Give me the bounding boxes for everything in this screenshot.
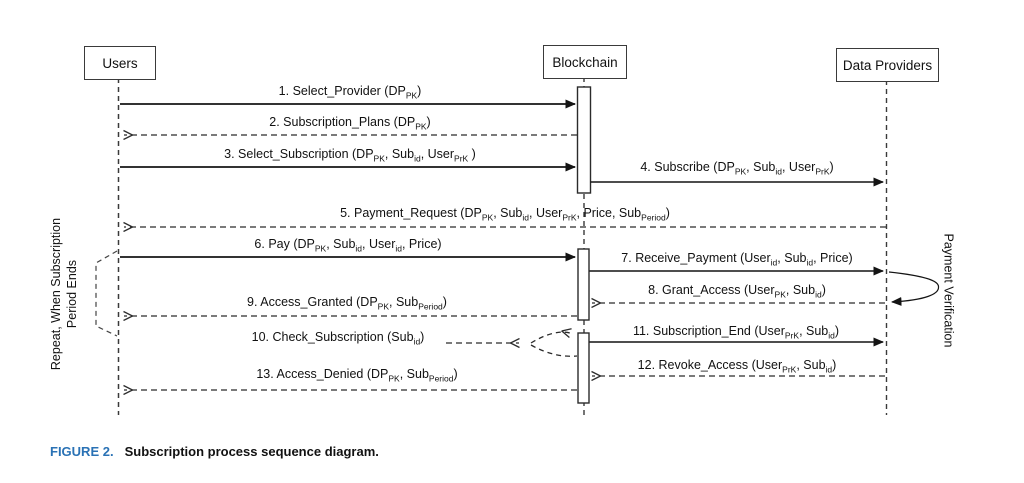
message-label-13: 13. Access_Denied (DPPK, SubPeriod) (256, 367, 458, 384)
actor-label-blockchain: Blockchain (552, 54, 618, 70)
message-label-6: 6. Pay (DPPK, Subid, Userid, Price) (254, 237, 442, 254)
activation-bar-1 (576, 86, 592, 194)
actor-box-data-providers: Data Providers (836, 48, 939, 82)
repeat-note-line1: Repeat, When Subscription (49, 217, 63, 371)
repeat-loop-bracket (95, 250, 118, 337)
repeat-note-line2: Period Ends (65, 259, 79, 329)
message-label-4: 4. Subscribe (DPPK, Subid, UserPrK) (640, 160, 834, 177)
message-label-5: 5. Payment_Request (DPPK, Subid, UserPrK… (340, 206, 670, 223)
actor-label-data-providers: Data Providers (842, 57, 933, 73)
message-label-10: 10. Check_Subscription (Subid) (251, 330, 425, 347)
message-label-12: 12. Revoke_Access (UserPrK, Subid) (637, 358, 837, 375)
message-label-2: 2. Subscription_Plans (DPPK) (269, 115, 431, 132)
payment-verification-text: Payment Verification (941, 233, 956, 348)
figure-caption: FIGURE 2. Subscription process sequence d… (50, 444, 379, 459)
actor-box-users: Users (84, 46, 156, 80)
figure-caption-text: Subscription process sequence diagram. (124, 444, 379, 459)
activation-bar-3 (577, 332, 590, 404)
message-label-8: 8. Grant_Access (UserPK, Subid) (648, 283, 826, 300)
actor-label-users: Users (102, 55, 138, 71)
arrow-check-subscription (446, 332, 578, 357)
message-label-1: 1. Select_Provider (DPPK) (278, 84, 422, 101)
actor-box-blockchain: Blockchain (543, 45, 627, 79)
payment-verification-loop (888, 271, 940, 306)
figure-caption-number: FIGURE 2. (50, 444, 114, 459)
message-label-3: 3. Select_Subscription (DPPK, Subid, Use… (224, 147, 476, 164)
message-label-11: 11. Subscription_End (UserPrK, Subid) (632, 324, 840, 341)
activation-bar-2 (577, 248, 590, 321)
message-label-7: 7. Receive_Payment (Userid, Subid, Price… (621, 251, 853, 268)
repeat-note: Repeat, When Subscription Period Ends (48, 204, 82, 384)
payment-verification-note: Payment Verification (940, 226, 957, 356)
message-label-9: 9. Access_Granted (DPPK, SubPeriod) (247, 295, 447, 312)
